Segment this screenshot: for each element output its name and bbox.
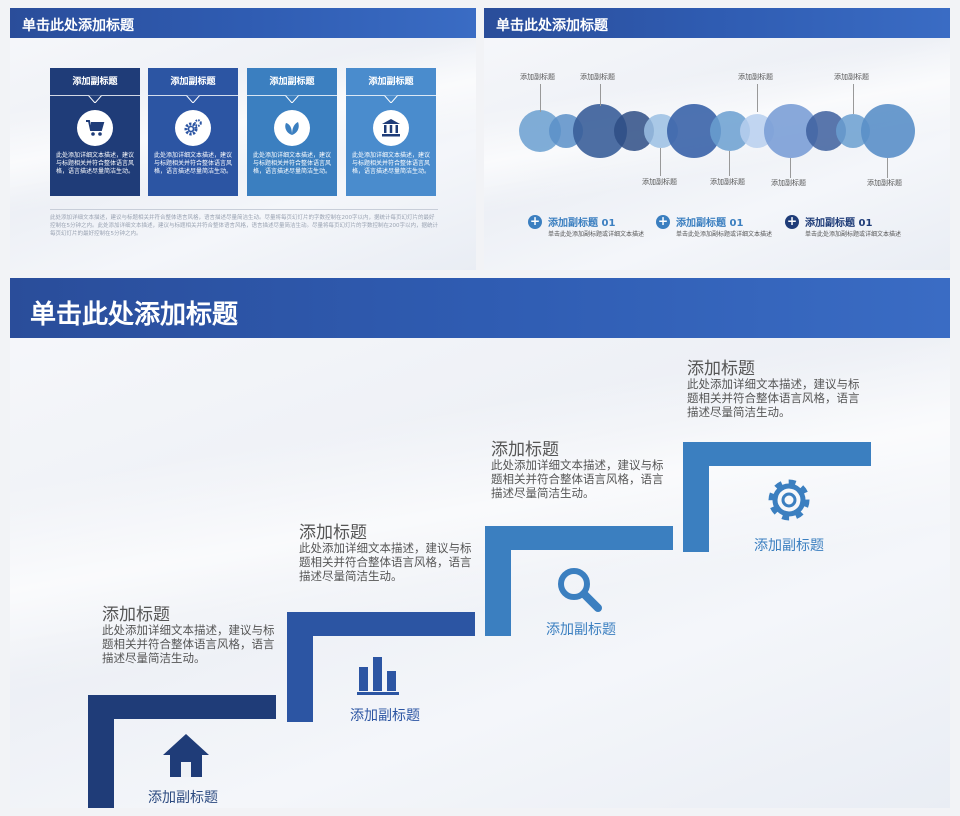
card-text: 此处添加详细文本描述，建议与标题相关并符合整体语言风格，语言描述尽量简洁生动。 — [56, 152, 135, 175]
feature-title: 添加副标题 01 — [676, 218, 744, 229]
slide-title[interactable]: 单击此处添加标题 — [30, 300, 239, 330]
slide-header: 单击此处添加标题 — [10, 8, 476, 38]
stair-step-4 — [683, 442, 871, 466]
card-icon-circle — [373, 110, 409, 146]
slide-header: 单击此处添加标题 — [10, 278, 950, 338]
step-title: 添加标题 — [687, 359, 755, 379]
card-heading: 添加副标题 — [148, 68, 238, 96]
stair-riser-4 — [683, 442, 709, 552]
card-2[interactable]: 添加副标题 此处添加详细文本描述，建议与标题相关并符合整体语言风格，语言描述尽量… — [148, 68, 238, 196]
leader-line — [600, 84, 601, 106]
leader-line — [790, 158, 791, 178]
divider — [50, 209, 438, 210]
notch-icon — [88, 95, 102, 103]
leader-line — [853, 84, 854, 114]
leader-line — [660, 148, 661, 176]
bar-chart-icon — [357, 657, 399, 695]
stair-step-2 — [287, 612, 475, 636]
card-icon-circle — [274, 110, 310, 146]
step-title: 添加标题 — [102, 605, 170, 625]
feature-title: 添加副标题 01 — [548, 218, 616, 229]
step-desc: 此处添加详细文本描述，建议与标题相关并符合整体语言风格，语言描述尽量简洁生动。 — [102, 623, 275, 665]
notch-icon — [186, 95, 200, 103]
slide-header: 单击此处添加标题 — [484, 8, 950, 38]
leader-line — [540, 84, 541, 112]
leader-line — [887, 158, 888, 178]
notch-icon — [384, 95, 398, 103]
stair-step-1 — [88, 695, 276, 719]
bubble-label-bottom: 添加副标题 — [710, 178, 745, 186]
notch-icon — [285, 95, 299, 103]
leader-line — [757, 84, 758, 112]
step-label: 添加副标题 — [350, 708, 420, 724]
stair-riser-2 — [287, 612, 313, 722]
feature-title: 添加副标题 01 — [805, 218, 873, 229]
bubble-label-top: 添加副标题 — [580, 73, 615, 81]
step-label: 添加副标题 — [148, 790, 218, 806]
step-label: 添加副标题 — [546, 622, 616, 638]
house-icon — [163, 734, 209, 777]
card-icon-circle — [175, 110, 211, 146]
card-heading: 添加副标题 — [247, 68, 337, 96]
stair-riser-3 — [485, 526, 511, 636]
bubble-label-top: 添加副标题 — [520, 73, 555, 81]
bank-icon — [382, 119, 400, 137]
slide-stairs: 单击此处添加标题 添加标题 此处添加详细文本描述，建议与标题相关并符合整体语言风… — [10, 278, 950, 808]
feature-desc: 单击此处添加副标题或详细文本描述 — [805, 231, 902, 238]
card-heading: 添加副标题 — [50, 68, 140, 96]
bubble — [861, 104, 915, 158]
step-desc: 此处添加详细文本描述，建议与标题相关并符合整体语言风格，语言描述尽量简洁生动。 — [687, 377, 860, 419]
step-desc: 此处添加详细文本描述，建议与标题相关并符合整体语言风格，语言描述尽量简洁生动。 — [491, 458, 664, 500]
search-icon — [558, 568, 602, 612]
step-title: 添加标题 — [299, 523, 367, 543]
card-icon-circle — [77, 110, 113, 146]
plus-icon: + — [785, 214, 799, 229]
bubble-label-top: 添加副标题 — [834, 73, 869, 81]
bubble-label-top: 添加副标题 — [738, 73, 773, 81]
step-label: 添加副标题 — [754, 538, 824, 554]
feature-desc: 单击此处添加副标题或详细文本描述 — [676, 231, 773, 238]
slide-title[interactable]: 单击此处添加标题 — [22, 18, 134, 34]
card-4[interactable]: 添加副标题 此处添加详细文本描述，建议与标题相关并符合整体语言风格，语言描述尽量… — [346, 68, 436, 196]
bubble-label-bottom: 添加副标题 — [771, 179, 806, 187]
leader-line — [729, 151, 730, 176]
feature-desc: 单击此处添加副标题或详细文本描述 — [548, 231, 645, 238]
leaf-icon — [285, 122, 299, 135]
plus-icon: + — [656, 214, 670, 229]
plus-icon: + — [528, 214, 542, 229]
gear-icon — [768, 479, 810, 521]
shopping-cart-icon — [86, 120, 105, 136]
gears-icon — [184, 119, 202, 136]
step-desc: 此处添加详细文本描述，建议与标题相关并符合整体语言风格，语言描述尽量简洁生动。 — [299, 541, 472, 583]
step-title: 添加标题 — [491, 440, 559, 460]
slide-bubbles: 单击此处添加标题 添加副标题 添加副标题 添加副标题 添加副标题 添加副标题 添… — [484, 8, 950, 270]
stair-step-3 — [485, 526, 673, 550]
card-text: 此处添加详细文本描述，建议与标题相关并符合整体语言风格，语言描述尽量简洁生动。 — [154, 152, 233, 175]
card-1[interactable]: 添加副标题 此处添加详细文本描述，建议与标题相关并符合整体语言风格，语言描述尽量… — [50, 68, 140, 196]
footer-text: 此处添加详细文本描述，建议与标题相关并符合整体语言风格，语言描述尽量简洁生动。尽… — [50, 215, 439, 237]
card-3[interactable]: 添加副标题 此处添加详细文本描述，建议与标题相关并符合整体语言风格，语言描述尽量… — [247, 68, 337, 196]
slide-cards: 单击此处添加标题 添加副标题 此处添加详细文本描述，建议与标题相关并符合整体语言… — [10, 8, 476, 270]
slide-title[interactable]: 单击此处添加标题 — [496, 18, 608, 34]
bubble-label-bottom: 添加副标题 — [642, 178, 677, 186]
stair-riser-1 — [88, 695, 114, 808]
card-text: 此处添加详细文本描述，建议与标题相关并符合整体语言风格，语言描述尽量简洁生动。 — [352, 152, 431, 175]
card-heading: 添加副标题 — [346, 68, 436, 96]
bubble-label-bottom: 添加副标题 — [867, 179, 902, 187]
card-text: 此处添加详细文本描述，建议与标题相关并符合整体语言风格，语言描述尽量简洁生动。 — [253, 152, 332, 175]
